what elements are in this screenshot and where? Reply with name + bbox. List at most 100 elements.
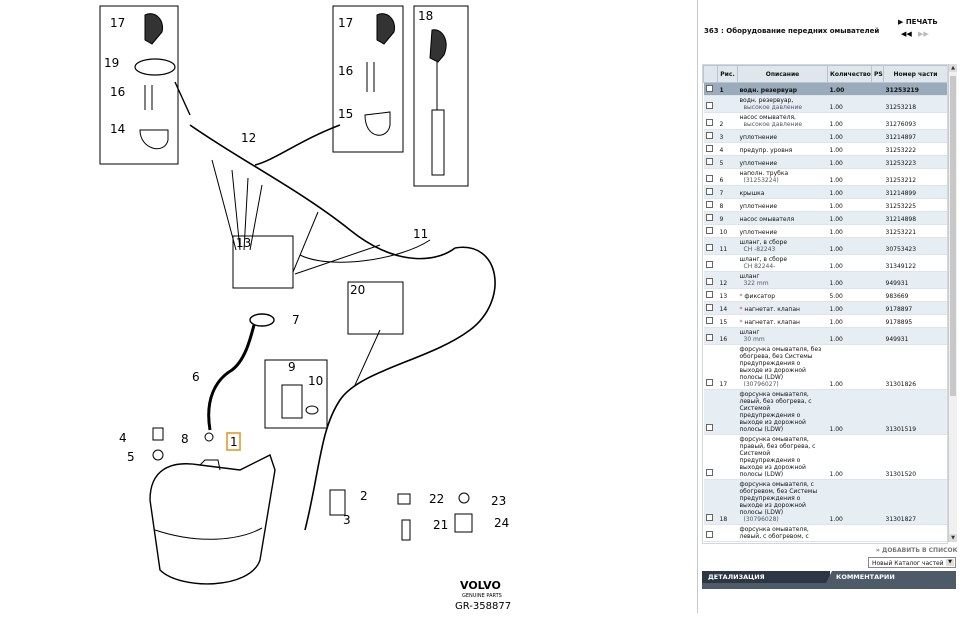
row-checkbox[interactable] [705, 188, 713, 195]
row-part-number: 31301519 [883, 389, 947, 435]
detail-box-nozzle-heated [413, 5, 469, 187]
row-fig: 4 [717, 142, 738, 156]
next-page-icon: ▶▶ [918, 30, 929, 38]
parts-list-select[interactable]: Новый Каталог частей▼ [868, 557, 956, 568]
row-checkbox[interactable] [705, 119, 713, 126]
row-checkbox[interactable] [705, 102, 713, 109]
row-part-number: 9178895 [883, 314, 947, 328]
row-checkbox[interactable] [705, 227, 713, 234]
add-to-list-button[interactable]: » ДОБАВИТЬ В СПИСОК [876, 547, 958, 554]
callout-16a: 16 [110, 85, 125, 99]
row-checkbox[interactable] [705, 278, 713, 285]
bottom-tabs: ДЕТАЛИЗАЦИЯ КОММЕНТАРИИ [702, 571, 956, 583]
row-checkbox[interactable] [705, 85, 713, 92]
row-part-number: 31253223 [883, 155, 947, 169]
scroll-down-icon[interactable]: ▼ [949, 534, 957, 542]
scroll-thumb[interactable] [950, 76, 956, 396]
row-ps [871, 155, 884, 169]
first-page-icon[interactable]: ◀◀ [901, 30, 912, 38]
row-part-number: 31301520 [883, 434, 947, 480]
row-subtext: CH 82244- [743, 263, 776, 270]
print-button[interactable]: ▶ ПЕЧАТЬ [898, 18, 938, 26]
row-checkbox[interactable] [705, 334, 713, 341]
print-label: ПЕЧАТЬ [905, 18, 938, 26]
bottom-bar [702, 583, 956, 589]
col-fig[interactable]: Рис. [717, 65, 738, 83]
row-star: * [739, 306, 743, 313]
row-checkbox[interactable] [705, 514, 713, 521]
tab-comments[interactable]: КОММЕНТАРИИ [826, 571, 956, 583]
col-part-number[interactable]: Номер части [883, 65, 947, 83]
row-checkbox[interactable] [705, 469, 713, 476]
row-fig [717, 389, 738, 435]
row-fig: 3 [717, 129, 738, 143]
row-description: форсунка омывателя, левый, без обогрева,… [737, 389, 828, 435]
row-subtext: 322 mm [743, 280, 769, 287]
col-ps[interactable]: PS [871, 65, 884, 83]
col-quantity[interactable]: Количество [827, 65, 872, 83]
row-description: наполн. трубка(31253224) [737, 168, 828, 186]
col-description[interactable]: Описание [737, 65, 828, 83]
callout-5: 5 [127, 450, 135, 464]
tab-details[interactable]: ДЕТАЛИЗАЦИЯ [702, 571, 830, 583]
row-ps [871, 224, 884, 238]
row-checkbox[interactable] [705, 201, 713, 208]
chevron-down-icon: ▼ [946, 559, 954, 566]
genuine-parts-label: GENUINE PARTS [462, 593, 502, 599]
row-checkbox[interactable] [705, 158, 713, 165]
table-row[interactable]: форсунка омывателя, левый, с обогревом, … [703, 524, 947, 542]
parts-diagram[interactable]: 17 19 16 14 17 16 15 18 12 13 11 20 7 6 … [0, 0, 698, 613]
row-checkbox[interactable] [705, 175, 713, 182]
row-ps [871, 288, 884, 302]
row-checkbox[interactable] [705, 291, 713, 298]
row-description: форсунка омывателя, правый, без обогрева… [737, 434, 828, 480]
row-subtext: (30796028) [743, 516, 779, 523]
table-row[interactable]: форсунка омывателя, правый, без обогрева… [703, 434, 947, 480]
row-checkbox[interactable] [705, 379, 713, 386]
table-row[interactable]: форсунка омывателя, левый, без обогрева,… [703, 389, 947, 435]
callout-13: 13 [236, 236, 251, 250]
row-checkbox[interactable] [705, 214, 713, 221]
row-ps [871, 142, 884, 156]
row-quantity: 1.00 [827, 301, 872, 315]
row-fig: 13 [717, 288, 738, 302]
row-checkbox[interactable] [705, 317, 713, 324]
table-scrollbar[interactable]: ▲ ▼ [948, 64, 957, 542]
row-checkbox[interactable] [705, 261, 713, 268]
row-checkbox[interactable] [705, 304, 713, 311]
row-fig: 15 [717, 314, 738, 328]
row-checkbox[interactable] [705, 132, 713, 139]
row-checkbox[interactable] [705, 424, 713, 431]
row-quantity: 1.00 [827, 389, 872, 435]
scroll-up-icon[interactable]: ▲ [949, 64, 957, 72]
row-description: * нагнетат. клапан [737, 314, 828, 328]
parts-table-container[interactable]: Рис. Описание Количество PS Номер части … [702, 64, 948, 544]
row-part-number: 949931 [883, 327, 947, 345]
row-quantity: 1.00 [827, 271, 872, 289]
row-checkbox[interactable] [705, 145, 713, 152]
row-checkbox[interactable] [705, 244, 713, 251]
callout-6: 6 [192, 370, 200, 384]
row-ps [871, 112, 884, 130]
row-checkbox[interactable] [705, 531, 713, 538]
